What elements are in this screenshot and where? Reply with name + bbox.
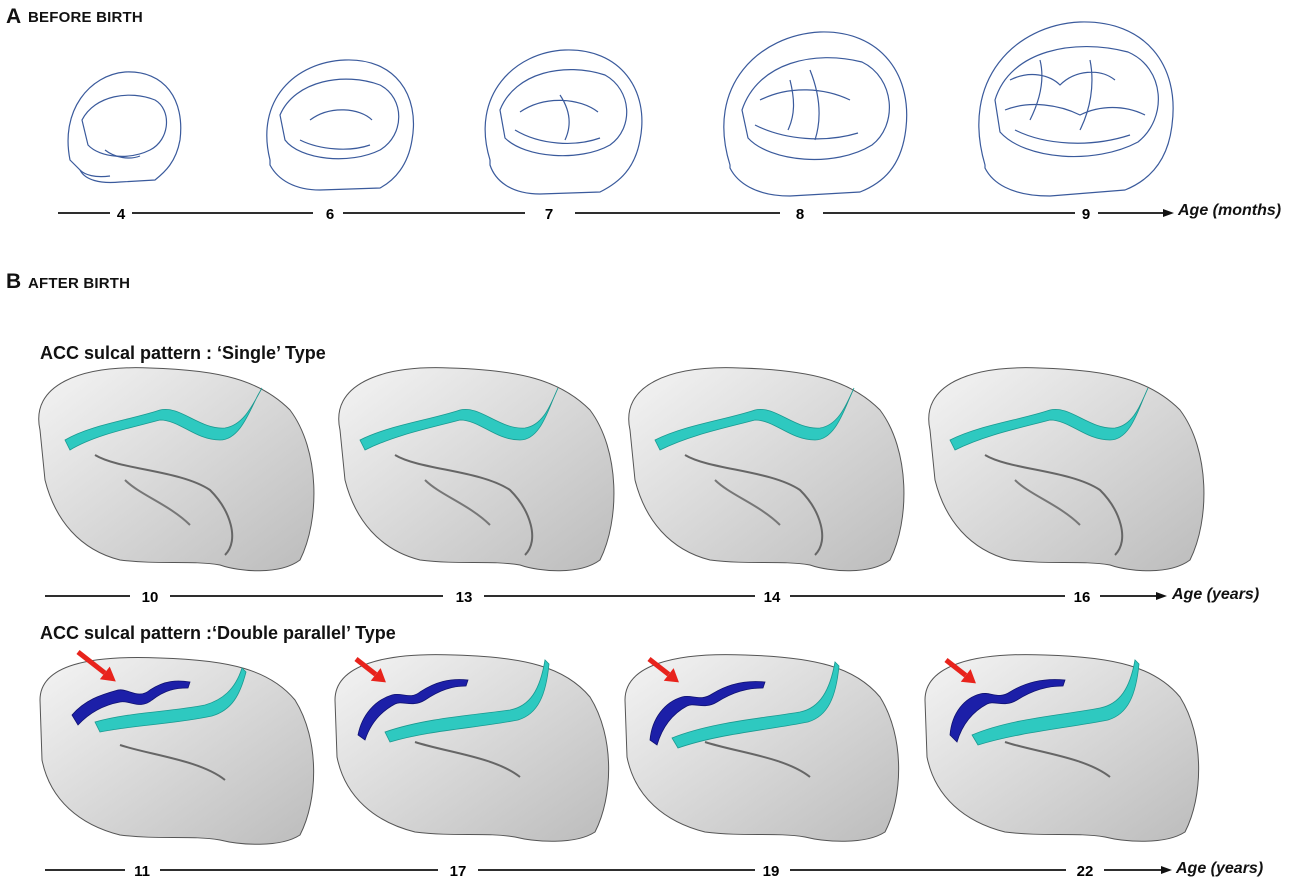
double-ticks: 11 17 19 22 bbox=[134, 863, 1093, 880]
brain-single-14 bbox=[628, 367, 905, 572]
cingulate-sulcus bbox=[384, 659, 550, 743]
brain-double-22 bbox=[924, 654, 1200, 842]
single-ticks: 10 13 14 16 bbox=[142, 589, 1091, 606]
panel-a-letter: A bbox=[6, 5, 22, 28]
red-arrows bbox=[76, 650, 976, 684]
cingulate-sulcus bbox=[671, 661, 840, 749]
panel-a-tick: 6 bbox=[326, 206, 334, 223]
brain-double-17 bbox=[334, 654, 610, 842]
fetal-brain-8-months bbox=[723, 31, 908, 197]
panel-b-letter: B bbox=[6, 270, 22, 293]
paracingulate-sulcus bbox=[71, 680, 191, 726]
single-type-title: ACC sulcal pattern : ‘Single’ Type bbox=[40, 343, 326, 363]
brain-single-16 bbox=[928, 367, 1205, 572]
double-axis-label: Age (years) bbox=[1176, 860, 1264, 877]
double-type-title: ACC sulcal pattern :‘Double parallel’ Ty… bbox=[40, 623, 396, 643]
double-axis bbox=[45, 866, 1172, 874]
single-axis bbox=[45, 592, 1167, 600]
brain-double-11 bbox=[39, 657, 315, 845]
panel-a-ticks: 4 6 7 8 9 bbox=[117, 206, 1090, 223]
paracingulate-sulcus bbox=[649, 681, 766, 746]
fetal-brain-4-months bbox=[67, 71, 182, 184]
panel-a-axis bbox=[58, 209, 1174, 217]
double-tick: 11 bbox=[134, 863, 150, 880]
brain-double-19 bbox=[624, 654, 900, 842]
panel-b-title: AFTER BIRTH bbox=[28, 275, 131, 292]
panel-a-tick: 8 bbox=[796, 206, 804, 223]
cingulate-sulcus bbox=[94, 667, 247, 733]
panel-a-tick: 7 bbox=[545, 206, 553, 223]
single-tick: 13 bbox=[456, 589, 473, 606]
single-axis-label: Age (years) bbox=[1172, 586, 1260, 603]
cingulate-sulcus bbox=[359, 387, 559, 451]
double-type-brains bbox=[39, 654, 1200, 845]
panel-a-tick: 9 bbox=[1082, 206, 1090, 223]
arrow-icon bbox=[647, 657, 679, 683]
single-tick: 10 bbox=[142, 589, 159, 606]
double-tick: 19 bbox=[763, 863, 780, 880]
cingulate-sulcus bbox=[654, 387, 855, 451]
panel-a-title: BEFORE BIRTH bbox=[28, 9, 143, 26]
single-tick: 16 bbox=[1074, 589, 1091, 606]
arrow-icon bbox=[76, 650, 116, 682]
arrow-icon bbox=[354, 657, 386, 683]
fetal-brain-6-months bbox=[266, 59, 414, 191]
panel-a-axis-label: Age (months) bbox=[1178, 202, 1282, 219]
paracingulate-sulcus bbox=[949, 679, 1066, 743]
double-tick: 22 bbox=[1077, 863, 1094, 880]
fetal-brain-9-months bbox=[978, 21, 1174, 197]
single-type-brains bbox=[38, 367, 1205, 572]
cingulate-sulcus bbox=[971, 659, 1140, 746]
cingulate-sulcus bbox=[949, 387, 1149, 451]
paracingulate-sulcus bbox=[357, 679, 469, 741]
brain-single-13 bbox=[338, 367, 615, 572]
double-tick: 17 bbox=[450, 863, 467, 880]
fetal-brain-7-months bbox=[484, 49, 643, 195]
panel-a-tick: 4 bbox=[117, 206, 126, 223]
arrow-icon bbox=[944, 658, 976, 684]
single-tick: 14 bbox=[764, 589, 781, 606]
brain-single-10 bbox=[38, 367, 315, 572]
cingulate-sulcus bbox=[64, 387, 263, 451]
